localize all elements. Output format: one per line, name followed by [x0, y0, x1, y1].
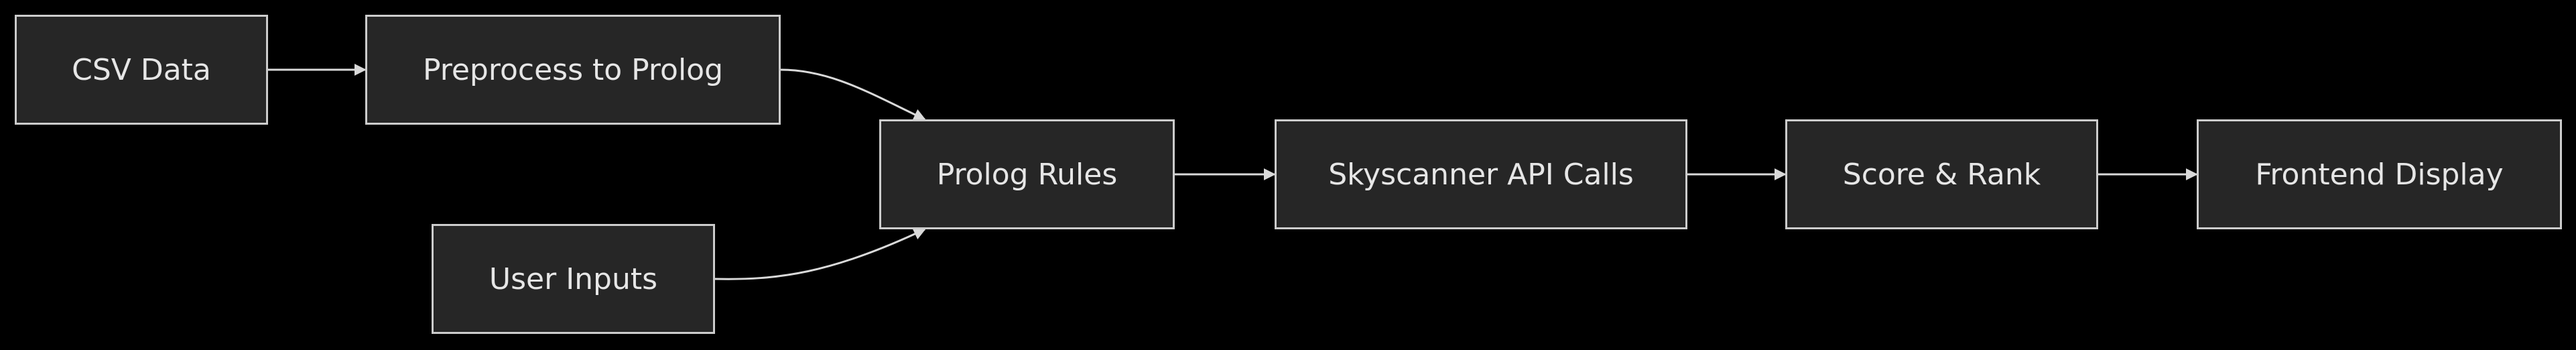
edge-user-to-rules — [714, 228, 926, 280]
node-score-and-rank: Score & Rank — [1785, 119, 2098, 229]
node-frontend-display: Frontend Display — [2197, 119, 2562, 229]
node-skyscanner-api-calls: Skyscanner API Calls — [1275, 119, 1687, 229]
node-label: CSV Data — [72, 52, 211, 87]
node-user-inputs: User Inputs — [432, 224, 715, 334]
edge-preprocess-to-rules — [780, 68, 926, 121]
node-csv-data: CSV Data — [15, 15, 268, 125]
node-prolog-rules: Prolog Rules — [879, 119, 1175, 229]
node-label: Prolog Rules — [936, 157, 1118, 192]
node-label: Skyscanner API Calls — [1328, 157, 1634, 192]
node-preprocess-to-prolog: Preprocess to Prolog — [365, 15, 781, 125]
node-label: Frontend Display — [2255, 157, 2504, 192]
node-label: User Inputs — [489, 261, 658, 296]
node-label: Preprocess to Prolog — [422, 52, 724, 87]
node-label: Score & Rank — [1842, 157, 2041, 192]
